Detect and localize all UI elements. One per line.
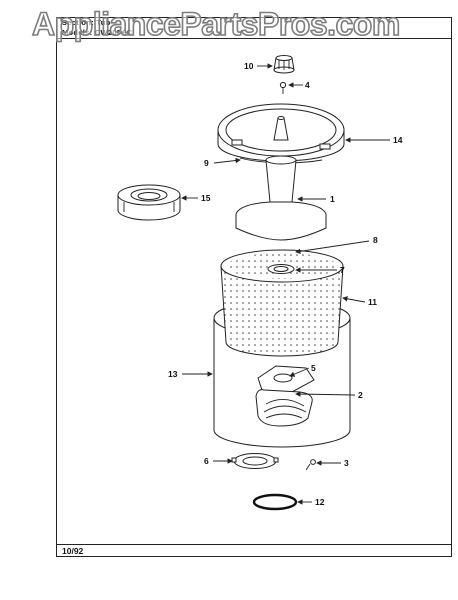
part-6-seal [231, 453, 279, 469]
callout-8: 8 [373, 235, 378, 245]
callout-6: 6 [204, 456, 209, 466]
callout-5: 5 [311, 363, 316, 373]
part-10-cap [273, 55, 295, 74]
callout-9: 9 [204, 158, 209, 168]
models-label: Models: CW20P6C [62, 28, 133, 37]
callout-15: 15 [201, 193, 211, 203]
part-14-balance-ring [217, 103, 345, 162]
part-2-drive-bell [255, 389, 313, 427]
part-4-screw [279, 81, 287, 94]
part-1-agitator [235, 155, 327, 241]
callout-7: 7 [340, 265, 345, 275]
footer-rule [56, 544, 452, 545]
part-12-o-ring [252, 493, 298, 511]
callout-2: 2 [358, 390, 363, 400]
callout-1: 1 [330, 194, 335, 204]
callout-13: 13 [168, 369, 178, 379]
callout-4: 4 [305, 80, 310, 90]
part-11-basket [220, 249, 344, 357]
callout-11: 11 [368, 297, 377, 307]
callout-14: 14 [393, 135, 403, 145]
callout-10: 10 [244, 61, 254, 71]
section-label: Section: Tub [62, 18, 111, 27]
diagram-frame [56, 17, 452, 557]
revision-date: 10/92 [62, 546, 84, 556]
part-3-screw [305, 459, 316, 471]
callout-12: 12 [315, 497, 325, 507]
watermark: AppliancePartsPros.com [31, 5, 401, 43]
leader-lines [181, 63, 390, 505]
part-15-cover-ring [117, 184, 181, 221]
callout-3: 3 [344, 458, 349, 468]
header-rule [56, 38, 452, 39]
